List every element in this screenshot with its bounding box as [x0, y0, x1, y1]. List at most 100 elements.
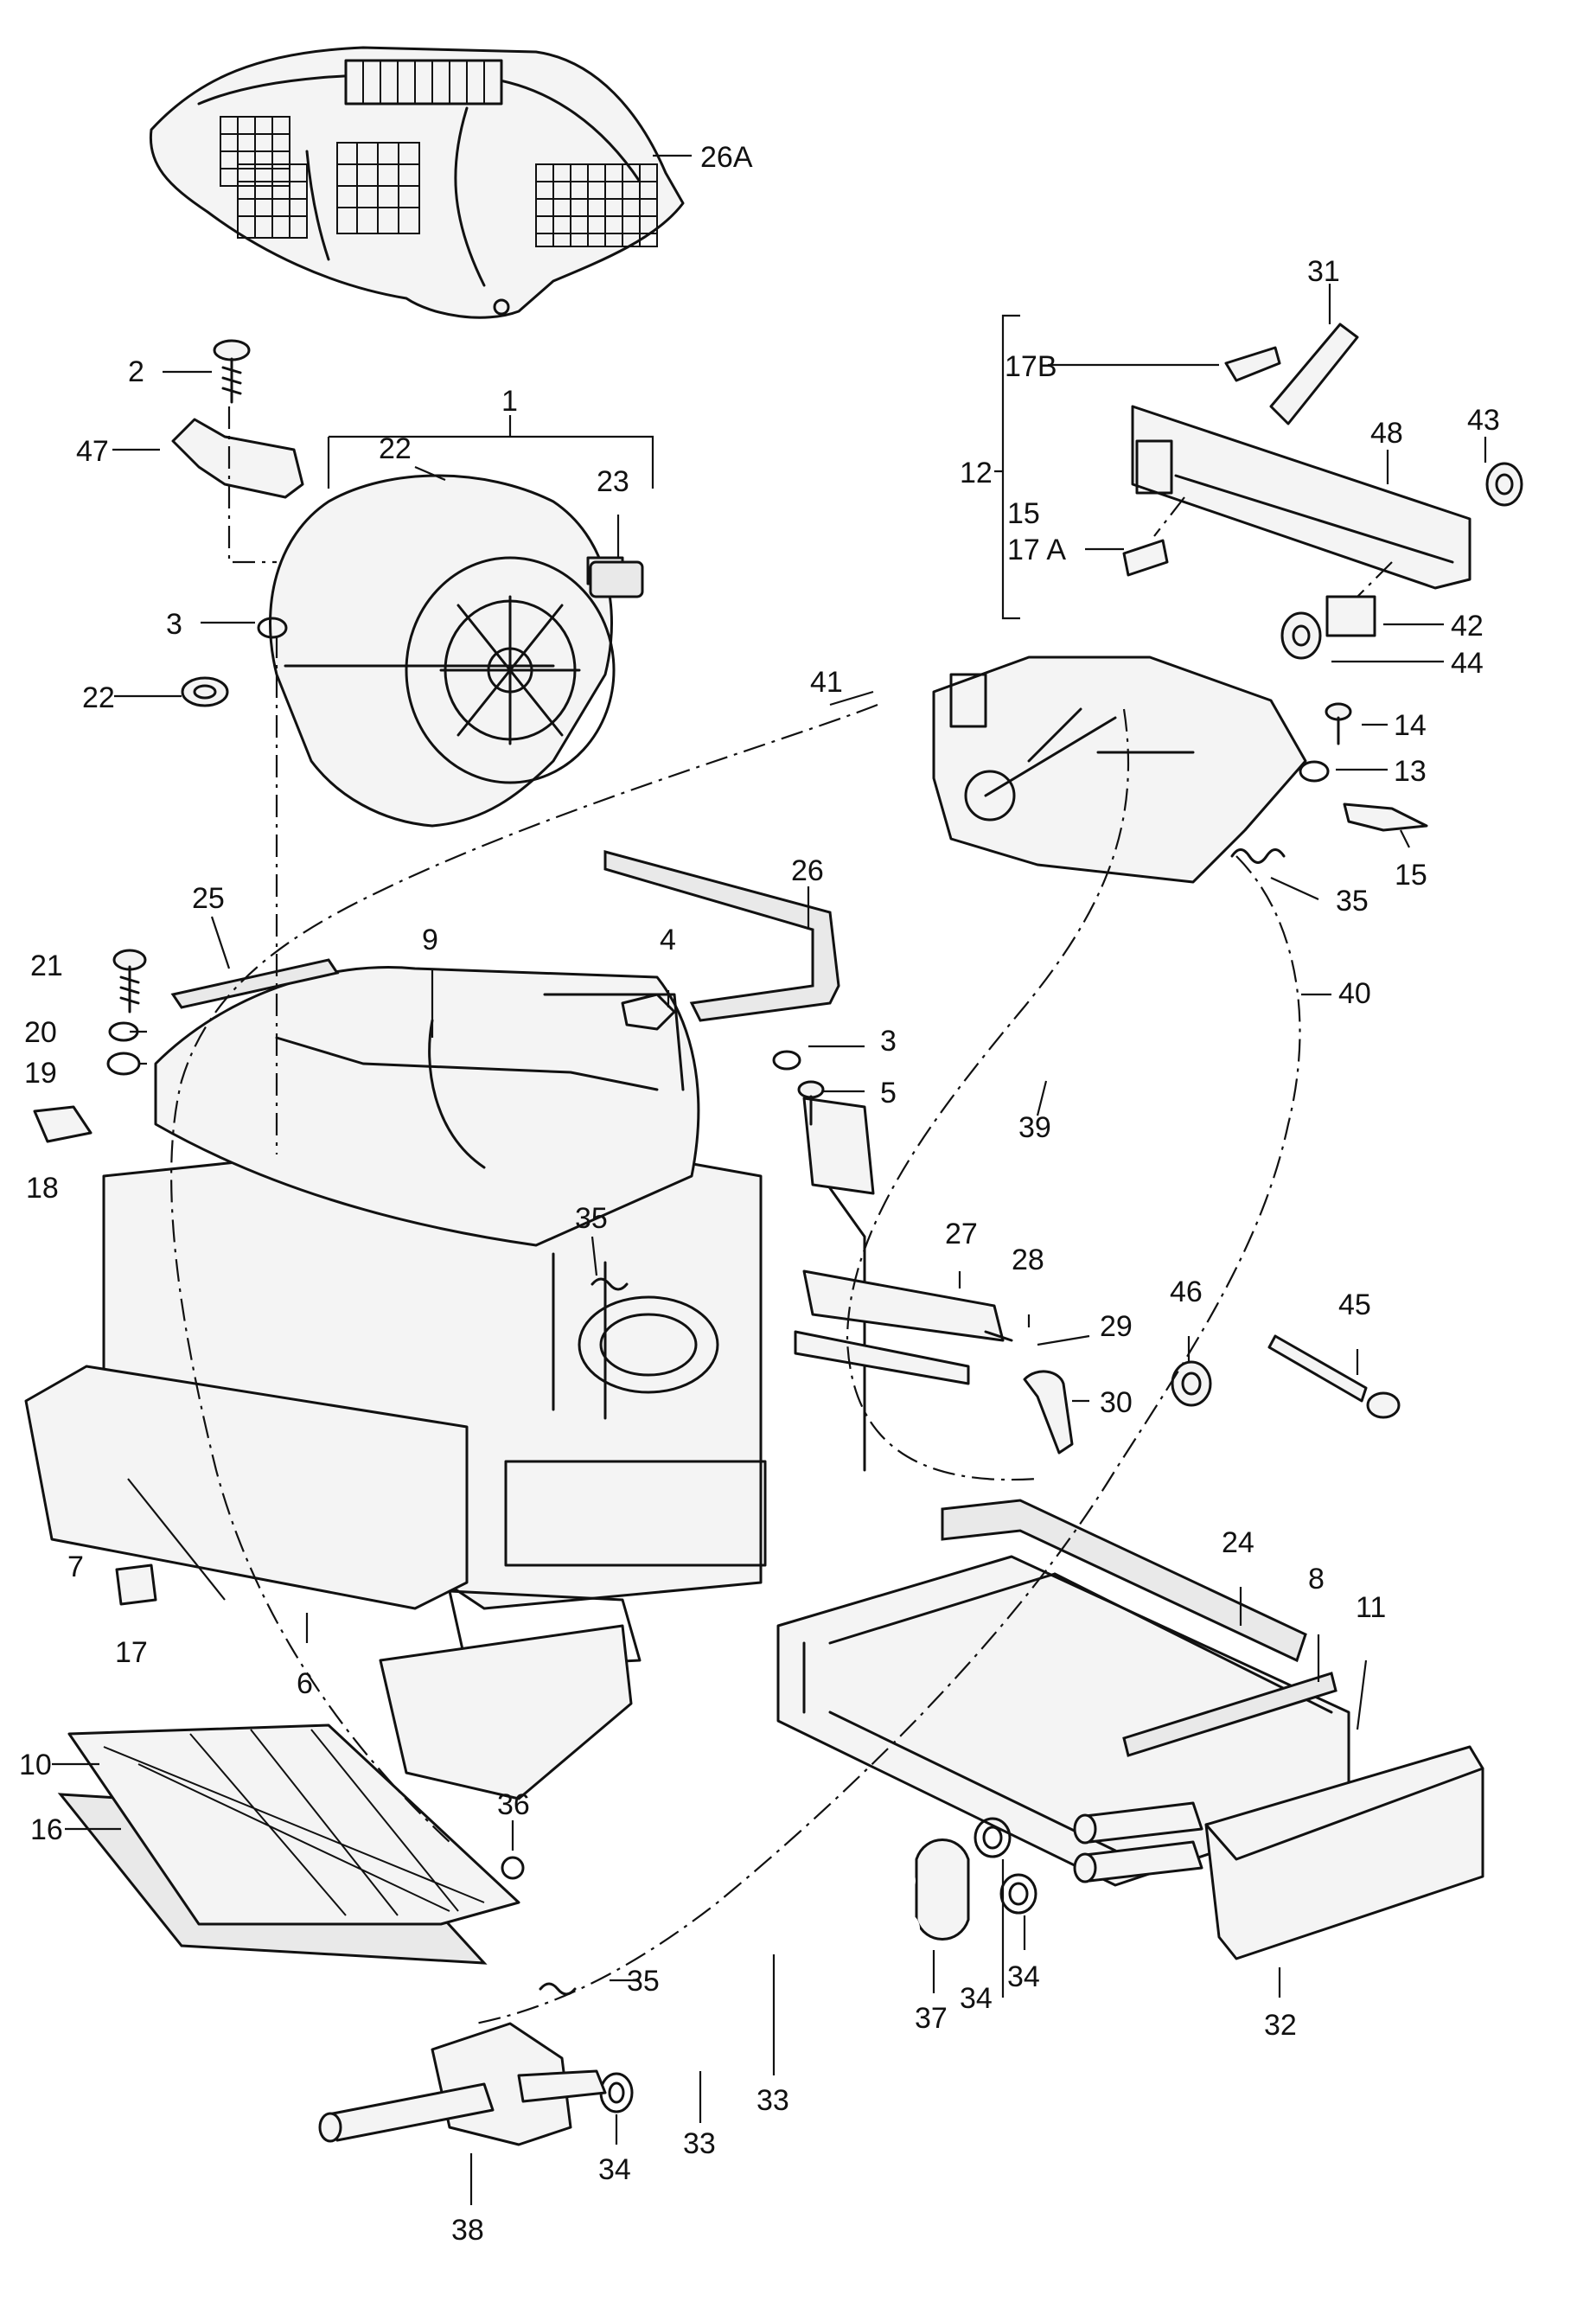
callout-35-mid: 35 — [575, 1202, 608, 1235]
part-5-screw — [797, 1080, 825, 1126]
callout-30: 30 — [1100, 1386, 1133, 1419]
callout-6: 6 — [297, 1667, 313, 1700]
callout-12: 12 — [960, 457, 993, 489]
part-13-washer — [1299, 760, 1330, 783]
part-3-washer — [257, 617, 288, 639]
callout-17b: 17B — [1005, 350, 1057, 383]
callout-7: 7 — [67, 1551, 84, 1583]
callout-34-bottom: 34 — [598, 2153, 631, 2186]
callout-38: 38 — [451, 2214, 484, 2247]
callout-27: 27 — [945, 1218, 978, 1250]
callout-41: 41 — [810, 666, 843, 699]
callout-labels: 26A 31 17B 48 43 12 15 17 A 42 44 2 1 22… — [19, 141, 1500, 2247]
part-2-screw — [213, 339, 251, 404]
part-43-knob — [1485, 462, 1523, 507]
alignment-line — [1153, 496, 1185, 537]
callout-22-top: 22 — [379, 432, 412, 465]
callout-32: 32 — [1264, 2009, 1297, 2042]
part-26a-cover — [149, 46, 685, 319]
part-32-cover — [1204, 1745, 1484, 1960]
part-35-spring-a — [1230, 848, 1286, 864]
alignment-line — [227, 406, 277, 564]
part-47-bracket — [171, 418, 304, 499]
callout-9: 9 — [422, 924, 438, 956]
part-19-washer — [106, 1052, 141, 1076]
callout-26: 26 — [791, 854, 824, 887]
callout-10: 10 — [19, 1749, 52, 1781]
part-31-lever — [1269, 323, 1359, 425]
part-30-lever — [1023, 1370, 1074, 1455]
part-3-washer-b — [772, 1050, 801, 1071]
callout-16: 16 — [30, 1813, 63, 1846]
callout-15-top: 15 — [1007, 497, 1040, 530]
part-11-pipes — [1073, 1801, 1203, 1883]
part-8-strip — [1122, 1672, 1337, 1757]
callout-34-left: 34 — [960, 1982, 993, 2015]
part-34-clamp-b — [999, 1873, 1037, 1915]
callout-33-right: 33 — [757, 2084, 789, 2117]
callout-8: 8 — [1308, 1563, 1325, 1595]
callout-34-right: 34 — [1007, 1960, 1040, 1993]
callout-35-top: 35 — [1336, 885, 1369, 918]
alignment-line — [1357, 561, 1393, 598]
callout-23: 23 — [597, 465, 629, 498]
callout-37: 37 — [915, 2002, 948, 2035]
part-27-flap — [802, 1269, 1005, 1342]
callout-47: 47 — [76, 435, 109, 468]
leader-lines — [52, 154, 1487, 2205]
part-21-bolt — [112, 949, 147, 1014]
part-17a-slider — [1122, 539, 1169, 577]
callout-33-left: 33 — [683, 2127, 716, 2160]
part-46-grommet — [1171, 1360, 1212, 1407]
callout-14: 14 — [1394, 709, 1427, 742]
part-40-cable — [475, 855, 1301, 2025]
callout-46: 46 — [1170, 1276, 1203, 1308]
part-36-clip — [501, 1856, 525, 1880]
callout-18: 18 — [26, 1172, 59, 1205]
callout-42: 42 — [1451, 610, 1484, 643]
callout-31: 31 — [1307, 255, 1340, 288]
callout-21: 21 — [30, 950, 63, 982]
part-15-clip — [1343, 803, 1428, 832]
callout-35-bottom: 35 — [627, 1965, 660, 1998]
part-24-gasket — [941, 1499, 1307, 1663]
callout-48: 48 — [1370, 417, 1403, 450]
part-45-strap — [1267, 1334, 1401, 1419]
callout-3-mid: 3 — [880, 1025, 897, 1058]
callout-13: 13 — [1394, 755, 1427, 788]
callout-44: 44 — [1451, 647, 1484, 680]
part-17-clip — [115, 1563, 157, 1606]
callout-22-grommet: 22 — [82, 681, 115, 714]
part-12-control-assembly — [932, 655, 1307, 884]
callout-15-clip: 15 — [1395, 859, 1427, 892]
callout-26a: 26A — [700, 141, 753, 174]
callout-40: 40 — [1338, 977, 1371, 1010]
callout-36: 36 — [497, 1788, 530, 1821]
part-4-clip — [621, 993, 676, 1031]
callout-25: 25 — [192, 882, 225, 915]
part-22-grommet — [181, 676, 229, 707]
part-23-pad — [589, 560, 644, 598]
part-41-cable — [170, 703, 878, 1843]
part-34-clamp-a — [974, 1817, 1012, 1858]
callout-1: 1 — [501, 385, 518, 418]
callout-17a: 17 A — [1007, 534, 1066, 566]
part-44-bulb — [1280, 611, 1322, 660]
part-37-seal — [915, 1838, 970, 1941]
callout-39: 39 — [1018, 1111, 1051, 1144]
callout-2: 2 — [128, 355, 144, 388]
callout-11: 11 — [1356, 1591, 1386, 1624]
callout-4: 4 — [660, 924, 676, 956]
part-29-flap — [794, 1330, 970, 1385]
callout-29: 29 — [1100, 1310, 1133, 1343]
part-7-heater-box — [24, 965, 875, 1800]
part-48-panel — [1131, 405, 1472, 590]
callout-45: 45 — [1338, 1288, 1371, 1321]
part-38-valve — [318, 2022, 607, 2146]
callout-5: 5 — [880, 1077, 897, 1109]
callout-43: 43 — [1467, 404, 1500, 437]
part-18-clip — [33, 1105, 93, 1143]
part-17b-slider — [1224, 346, 1281, 382]
part-1-blower-assembly — [269, 474, 624, 828]
part-42-switch — [1325, 595, 1376, 637]
